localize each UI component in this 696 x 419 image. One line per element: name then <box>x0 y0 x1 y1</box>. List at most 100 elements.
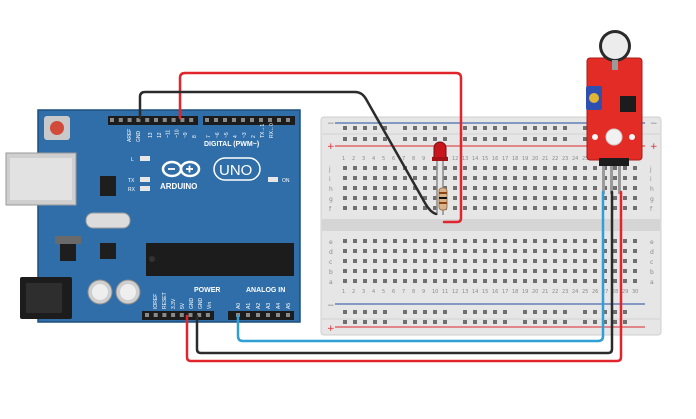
breadboard-hole[interactable] <box>363 186 367 190</box>
breadboard-hole[interactable] <box>413 176 417 180</box>
breadboard-hole[interactable] <box>473 249 477 253</box>
rail-hole[interactable] <box>563 320 567 324</box>
breadboard-hole[interactable] <box>513 239 517 243</box>
header-pin[interactable] <box>250 118 254 122</box>
breadboard-hole[interactable] <box>543 259 547 263</box>
sensor-pin-gnd[interactable] <box>610 166 613 194</box>
breadboard-hole[interactable] <box>523 176 527 180</box>
breadboard-hole[interactable] <box>583 176 587 180</box>
header-pin[interactable] <box>171 118 176 122</box>
breadboard-hole[interactable] <box>343 239 347 243</box>
breadboard-hole[interactable] <box>373 186 377 190</box>
breadboard-hole[interactable] <box>533 239 537 243</box>
breadboard-hole[interactable] <box>623 269 627 273</box>
rail-hole[interactable] <box>403 310 407 314</box>
header-pin[interactable] <box>241 118 245 122</box>
breadboard-hole[interactable] <box>593 239 597 243</box>
rail-hole[interactable] <box>623 320 627 324</box>
breadboard-hole[interactable] <box>563 176 567 180</box>
rail-hole[interactable] <box>613 320 617 324</box>
rail-hole[interactable] <box>473 320 477 324</box>
breadboard-hole[interactable] <box>443 239 447 243</box>
rail-hole[interactable] <box>433 126 437 130</box>
breadboard-hole[interactable] <box>583 279 587 283</box>
header-pin[interactable] <box>197 313 202 317</box>
breadboard-hole[interactable] <box>623 186 627 190</box>
rail-hole[interactable] <box>473 126 477 130</box>
breadboard-hole[interactable] <box>463 269 467 273</box>
breadboard-hole[interactable] <box>533 166 537 170</box>
breadboard-hole[interactable] <box>443 269 447 273</box>
breadboard-hole[interactable] <box>413 249 417 253</box>
breadboard-hole[interactable] <box>553 206 557 210</box>
breadboard-hole[interactable] <box>393 259 397 263</box>
breadboard-hole[interactable] <box>623 176 627 180</box>
breadboard-hole[interactable] <box>443 176 447 180</box>
breadboard-hole[interactable] <box>413 259 417 263</box>
breadboard-hole[interactable] <box>393 176 397 180</box>
rail-hole[interactable] <box>483 320 487 324</box>
breadboard-hole[interactable] <box>523 279 527 283</box>
rail-hole[interactable] <box>533 320 537 324</box>
rail-hole[interactable] <box>583 126 587 130</box>
breadboard-hole[interactable] <box>373 176 377 180</box>
breadboard-hole[interactable] <box>413 269 417 273</box>
breadboard-hole[interactable] <box>453 239 457 243</box>
breadboard-hole[interactable] <box>613 186 617 190</box>
breadboard-hole[interactable] <box>623 206 627 210</box>
rail-hole[interactable] <box>363 320 367 324</box>
rail-hole[interactable] <box>473 137 477 141</box>
breadboard-hole[interactable] <box>533 196 537 200</box>
rail-hole[interactable] <box>353 137 357 141</box>
rail-hole[interactable] <box>353 310 357 314</box>
rail-hole[interactable] <box>603 320 607 324</box>
rail-hole[interactable] <box>423 320 427 324</box>
breadboard-hole[interactable] <box>583 239 587 243</box>
reset-button-cap[interactable] <box>50 121 64 135</box>
header-pin[interactable] <box>162 118 167 122</box>
breadboard-hole[interactable] <box>543 186 547 190</box>
breadboard-hole[interactable] <box>343 166 347 170</box>
breadboard-hole[interactable] <box>583 259 587 263</box>
breadboard-hole[interactable] <box>563 166 567 170</box>
header-pin[interactable] <box>180 118 185 122</box>
rail-hole[interactable] <box>503 310 507 314</box>
breadboard-hole[interactable] <box>583 269 587 273</box>
breadboard-hole[interactable] <box>403 176 407 180</box>
rail-hole[interactable] <box>363 126 367 130</box>
breadboard-hole[interactable] <box>493 166 497 170</box>
breadboard-hole[interactable] <box>623 239 627 243</box>
breadboard-hole[interactable] <box>513 279 517 283</box>
rail-hole[interactable] <box>553 310 557 314</box>
breadboard-hole[interactable] <box>373 249 377 253</box>
breadboard-hole[interactable] <box>483 259 487 263</box>
rail-hole[interactable] <box>543 310 547 314</box>
rail-hole[interactable] <box>413 310 417 314</box>
breadboard-hole[interactable] <box>433 186 437 190</box>
breadboard-hole[interactable] <box>633 196 637 200</box>
rail-hole[interactable] <box>473 310 477 314</box>
breadboard-hole[interactable] <box>433 176 437 180</box>
breadboard-hole[interactable] <box>443 249 447 253</box>
breadboard-hole[interactable] <box>613 166 617 170</box>
breadboard-hole[interactable] <box>613 176 617 180</box>
breadboard-hole[interactable] <box>533 279 537 283</box>
breadboard-hole[interactable] <box>553 239 557 243</box>
breadboard-hole[interactable] <box>543 206 547 210</box>
breadboard-hole[interactable] <box>353 176 357 180</box>
breadboard-hole[interactable] <box>483 239 487 243</box>
breadboard-hole[interactable] <box>493 239 497 243</box>
breadboard-hole[interactable] <box>573 239 577 243</box>
rail-hole[interactable] <box>503 320 507 324</box>
breadboard-hole[interactable] <box>613 196 617 200</box>
rail-hole[interactable] <box>423 137 427 141</box>
header-pin[interactable] <box>188 313 193 317</box>
header-pins[interactable] <box>110 118 290 317</box>
breadboard-hole[interactable] <box>383 239 387 243</box>
rail-hole[interactable] <box>623 310 627 314</box>
breadboard-hole[interactable] <box>503 279 507 283</box>
rail-hole[interactable] <box>443 126 447 130</box>
breadboard-hole[interactable] <box>553 186 557 190</box>
breadboard-hole[interactable] <box>393 166 397 170</box>
breadboard-hole[interactable] <box>603 239 607 243</box>
